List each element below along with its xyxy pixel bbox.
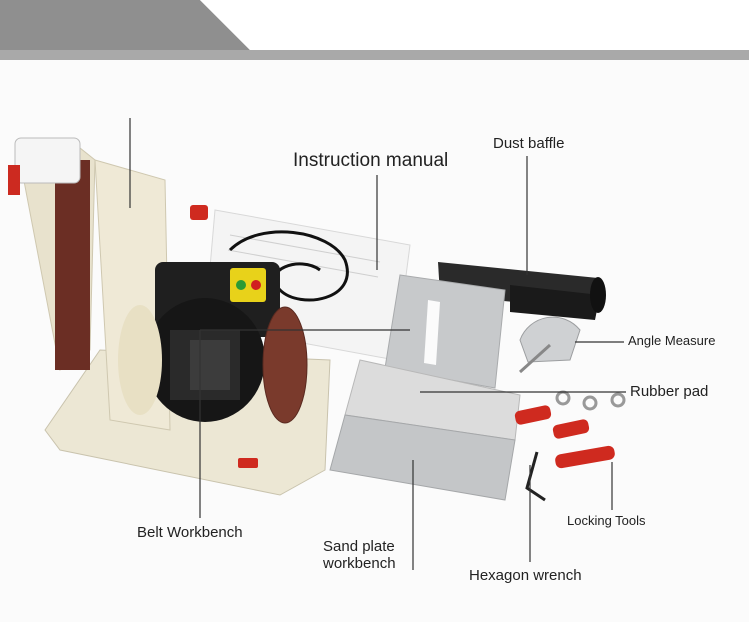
label-rubber-pad: Rubber pad	[630, 383, 709, 400]
sanding-disc	[262, 306, 308, 424]
belt-knob	[8, 165, 20, 195]
hexagon-wrench	[525, 451, 546, 502]
motor-housing	[118, 262, 280, 422]
disc-knob	[238, 458, 258, 468]
header-banner	[0, 0, 749, 60]
table-plate	[384, 274, 506, 389]
label-sand-plate-line1: Sand plate	[323, 538, 395, 555]
label-hexagon-wrench: Hexagon wrench	[469, 567, 582, 584]
label-instruction-manual: Instruction manual	[293, 150, 449, 171]
banner-strip	[0, 50, 749, 60]
sand-plate-workbench	[329, 359, 521, 501]
angle-measure	[518, 316, 581, 374]
locking-tools	[514, 390, 626, 469]
banner-dark-tab	[0, 0, 250, 50]
power-cord	[228, 230, 349, 302]
label-belt-workbench: Belt Workbench	[137, 524, 243, 541]
label-sand-plate-line2: workbench	[323, 554, 396, 572]
belt-guard	[14, 137, 81, 184]
label-angle-measure: Angle Measure	[628, 333, 716, 348]
label-locking-tools: Locking Tools	[567, 513, 646, 528]
motor-end-cap	[118, 305, 162, 415]
label-dust-baffle: Dust baffle	[493, 135, 565, 152]
leader-lines	[129, 118, 626, 570]
power-switch	[230, 268, 266, 302]
label-sand-plate-workbench: Sand plate workbench	[323, 538, 396, 572]
sanding-belt	[55, 160, 90, 370]
banner-light-area	[200, 0, 749, 50]
tension-knob	[190, 205, 208, 220]
